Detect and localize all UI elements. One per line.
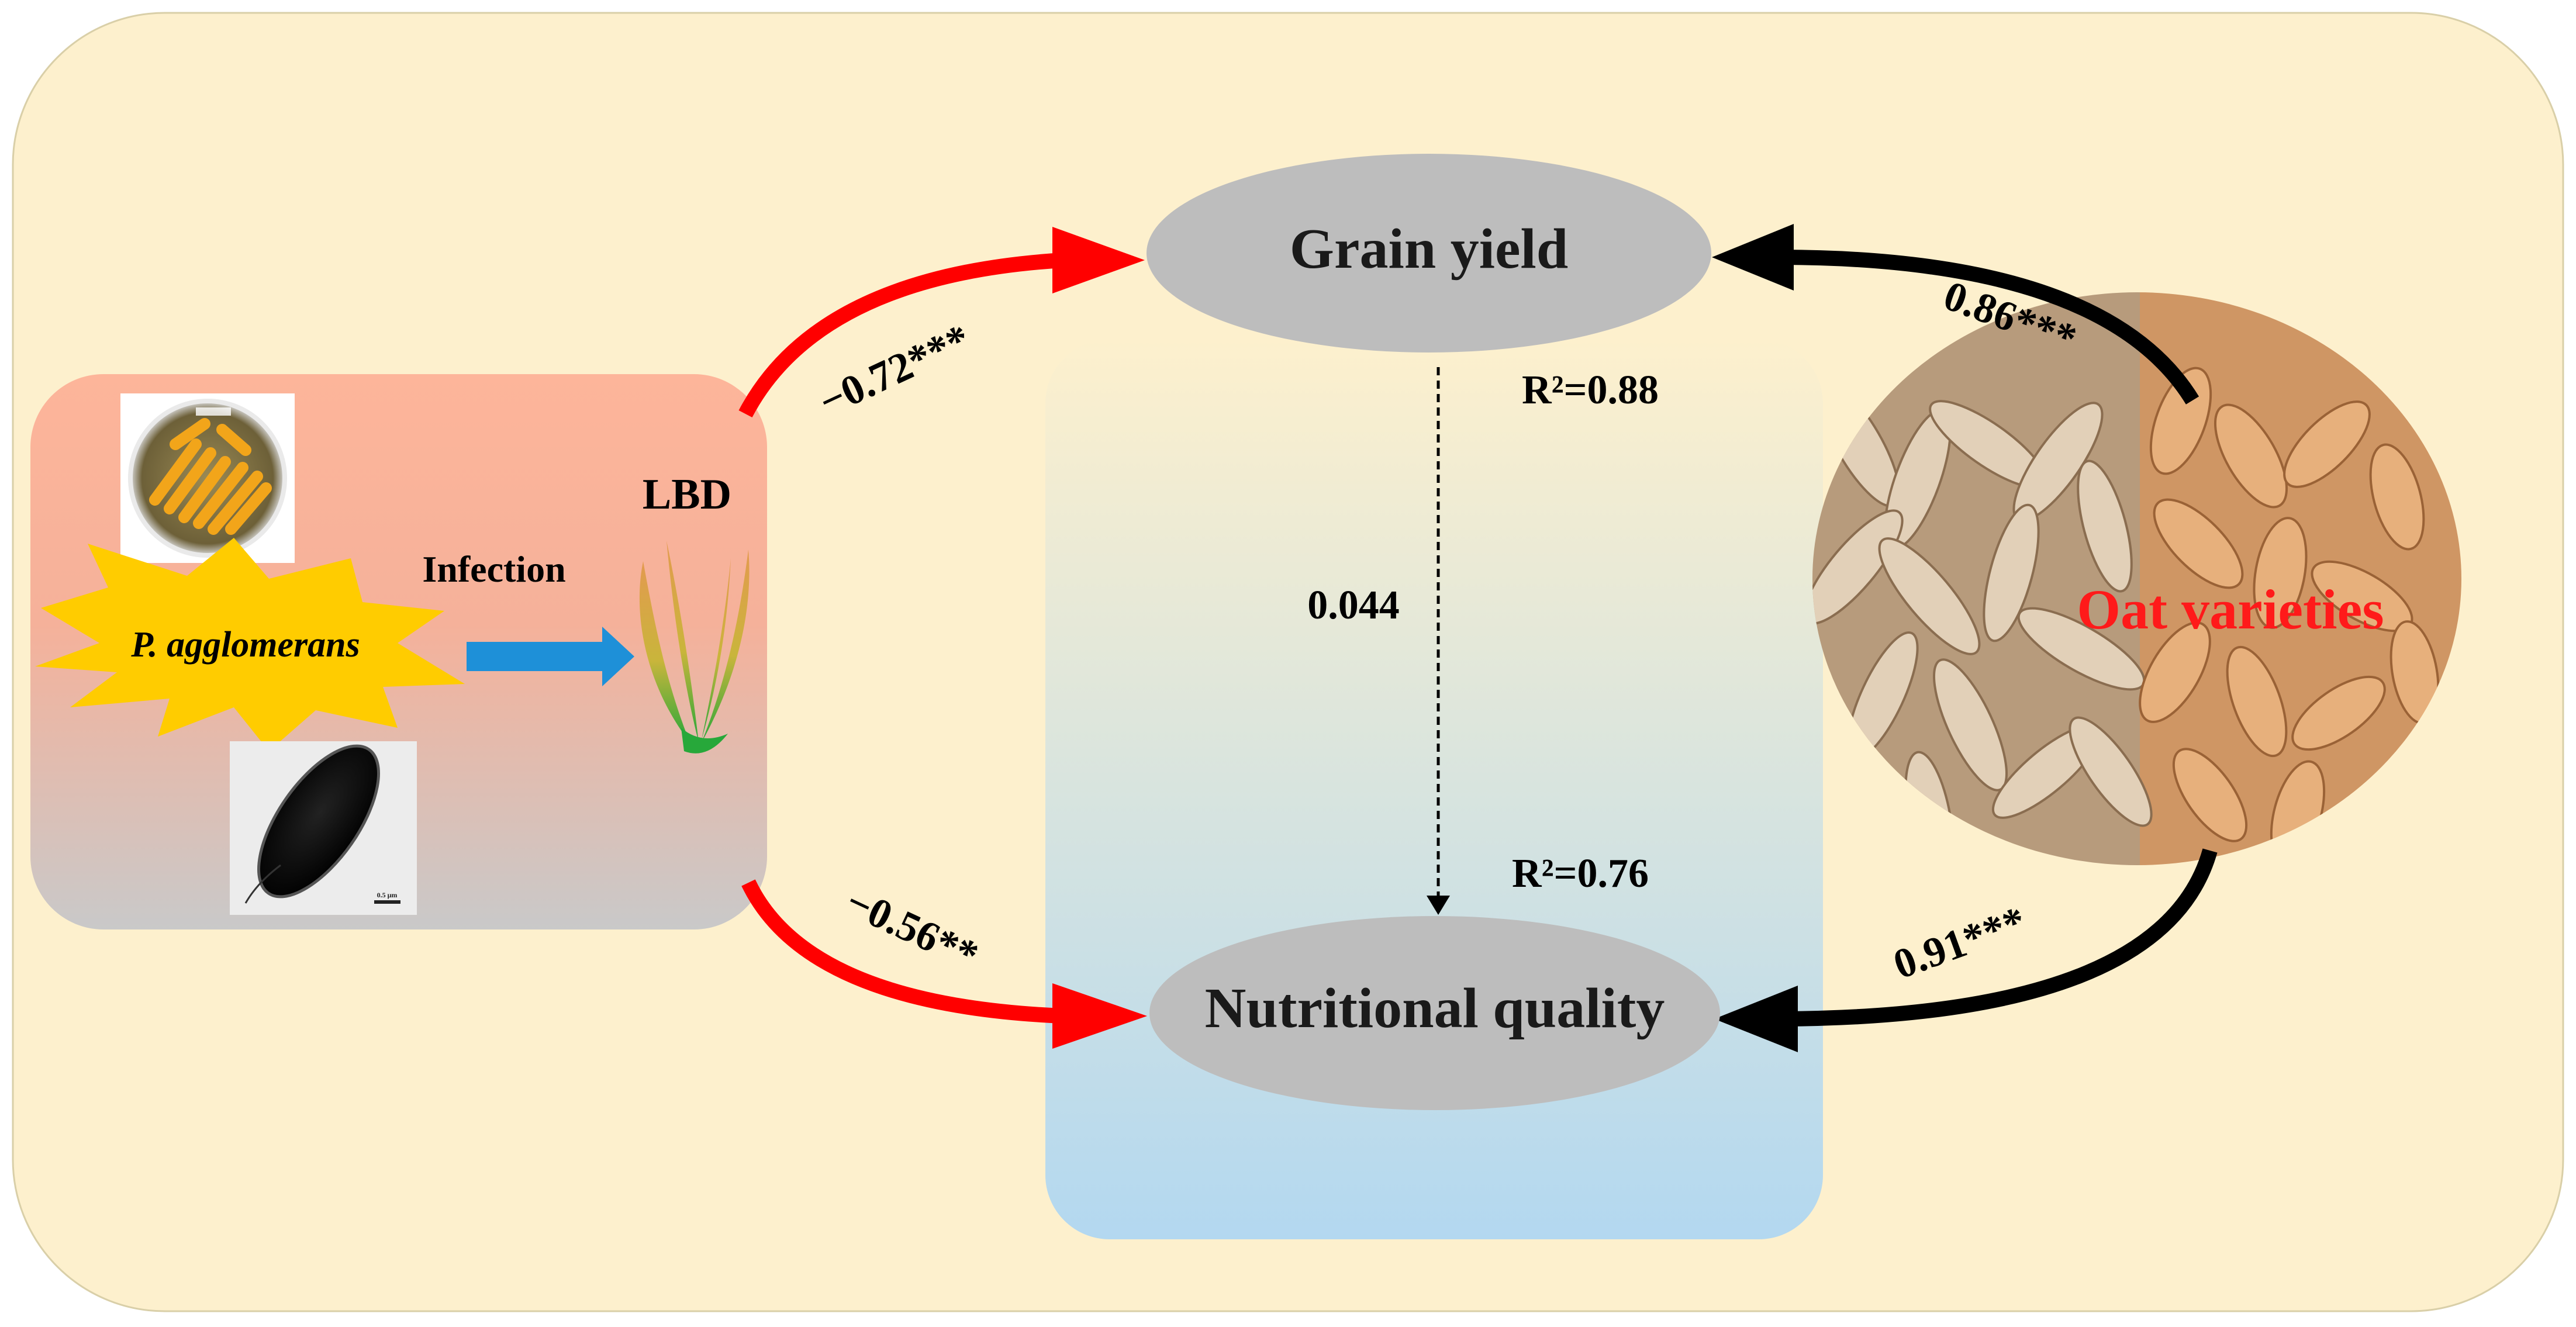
path-lbd-quality [741,879,1065,1024]
pathogen-starburst [35,538,465,751]
infection-arrow [467,627,634,686]
r2-nutritional-quality: R²=0.76 [1512,851,1649,896]
node-grain-yield [1147,154,1711,353]
arrowhead-lbd-quality [1052,983,1147,1049]
coef-yield-quality: 0.044 [1307,583,1400,628]
path-oat-yield [1777,250,2199,405]
path-lbd-yield [738,253,1065,418]
grain-yield-label: Grain yield [1290,217,1568,281]
arrowhead-oat-yield [1712,224,1794,291]
bacterium-image: 0.5 μm [230,741,417,915]
nutritional-quality-label: Nutritional quality [1205,977,1665,1040]
arrowhead-oat-quality [1714,986,1798,1052]
r2-grain-yield: R²=0.88 [1522,368,1659,413]
petri-dish-image [120,393,295,563]
arrowhead-yield-quality [1427,896,1450,915]
scale-bar: 0.5 μm [377,891,398,899]
node-nutritional-quality [1149,916,1720,1110]
path-oat-quality [1780,848,2218,1027]
lbd-label: LBD [643,471,731,519]
seedling-icon [639,541,750,754]
pathogen-name: P. agglomerans [130,625,360,665]
oat-varieties-label: Oat varieties [2077,578,2384,641]
arrowhead-lbd-yield [1052,227,1145,293]
infection-label: Infection [422,548,565,590]
